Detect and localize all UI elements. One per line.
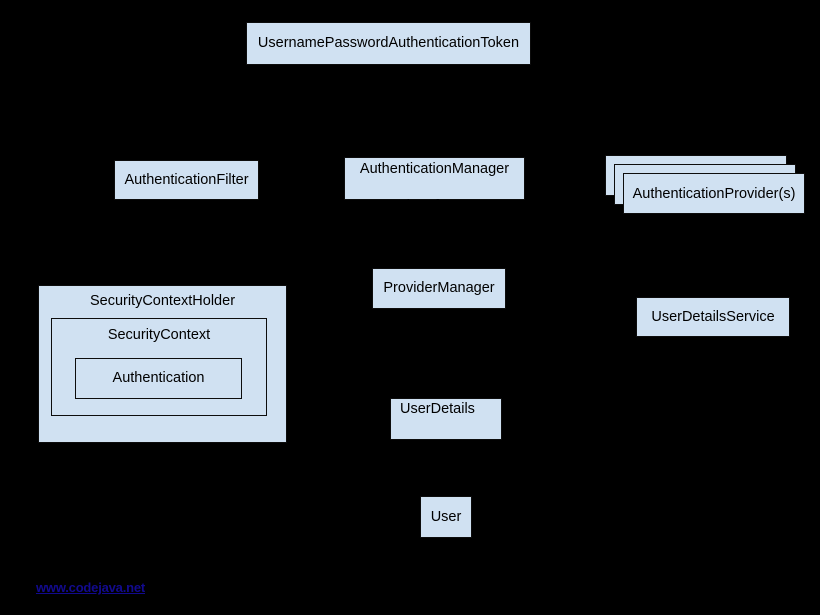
node-user[interactable]: User xyxy=(420,496,472,538)
node-user-details-service[interactable]: UserDetailsService xyxy=(636,297,790,337)
node-authentication-providers[interactable]: AuthenticationProvider(s) xyxy=(623,173,805,214)
node-security-context-holder-label: SecurityContextHolder xyxy=(89,293,236,309)
watermark-link[interactable]: www.codejava.net xyxy=(36,580,146,595)
node-authentication-filter[interactable]: AuthenticationFilter xyxy=(114,160,259,200)
node-authentication-manager-stereotype: <<interface>> xyxy=(389,198,480,215)
node-username-password-authentication-token[interactable]: UsernamePasswordAuthenticationToken xyxy=(246,22,531,65)
node-authentication-providers-stack[interactable]: AuthenticationProvider(s) xyxy=(605,155,805,214)
node-user-details-title: UserDetails xyxy=(400,401,475,418)
node-user-details-text: UserDetails <<interface>> xyxy=(400,382,490,456)
node-user-details[interactable]: UserDetails <<interface>> xyxy=(390,398,502,455)
node-authentication[interactable]: Authentication xyxy=(75,358,242,399)
node-authentication-manager-title: AuthenticationManager xyxy=(359,160,510,177)
node-authentication-manager[interactable]: AuthenticationManager <<interface>> xyxy=(344,157,525,214)
node-authentication-manager-text: AuthenticationManager <<interface>> xyxy=(360,141,509,215)
node-provider-manager[interactable]: ProviderManager xyxy=(372,268,506,309)
node-security-context-label: SecurityContext xyxy=(107,327,211,343)
node-user-details-stereotype: <<interface>> xyxy=(400,438,490,455)
